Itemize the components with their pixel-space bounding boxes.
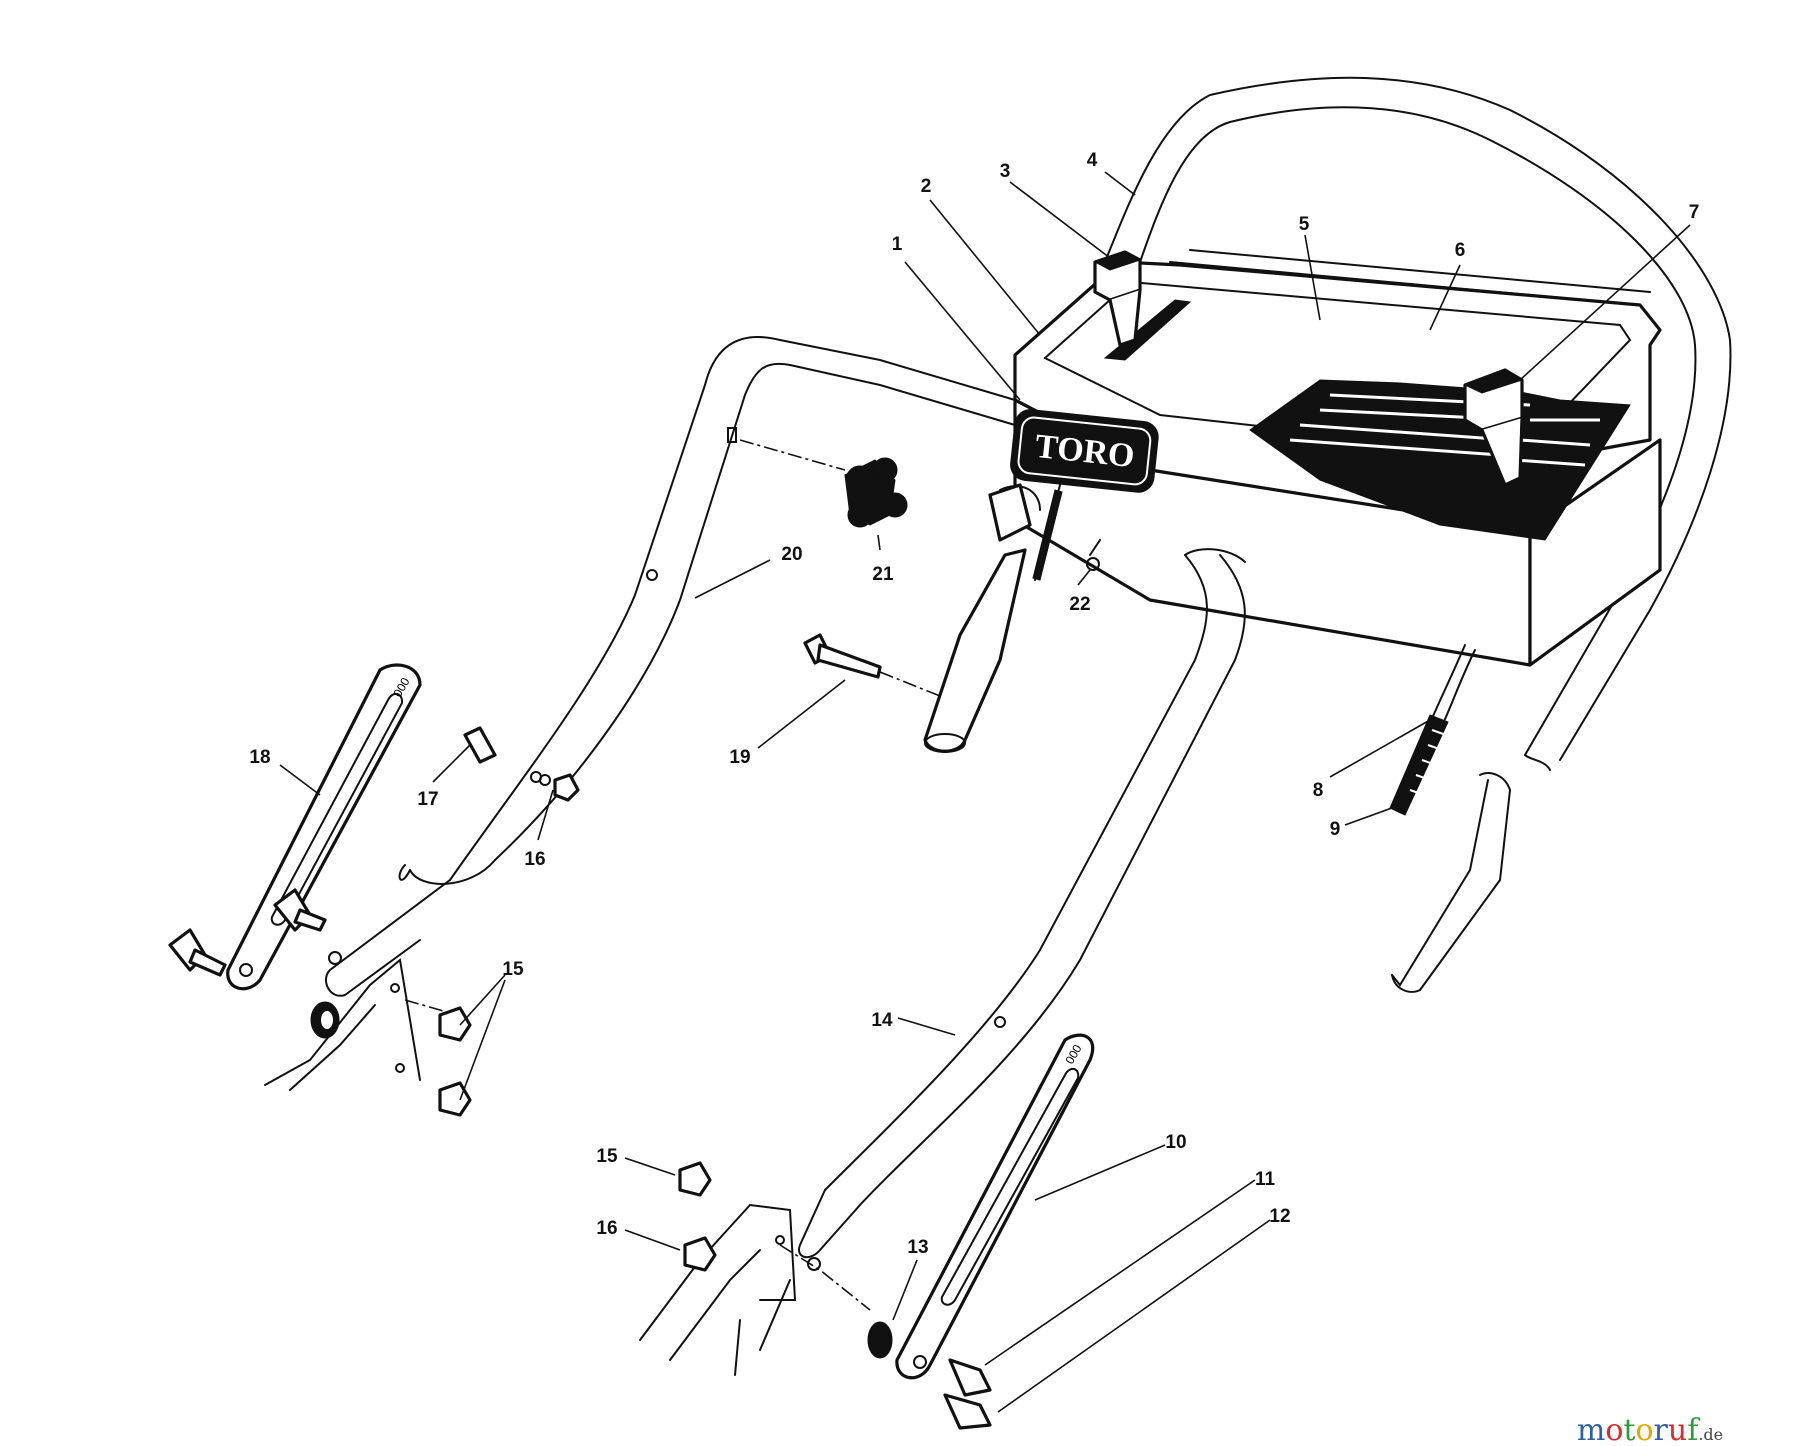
pivot-tube	[923, 483, 1063, 753]
watermark-letter: o	[1635, 1413, 1653, 1446]
callout-17: 17	[417, 789, 438, 810]
callout-1: 1	[892, 234, 903, 255]
cable-spring	[1389, 644, 1476, 816]
lower-handle-right	[798, 548, 1246, 1271]
callout-15-right: 15	[596, 1146, 618, 1167]
upper-handle	[1104, 76, 1732, 993]
deck-mount-right	[639, 1203, 871, 1376]
callout-5: 5	[1299, 214, 1310, 235]
callout-12: 12	[1269, 1206, 1290, 1227]
callout-10: 10	[1165, 1132, 1186, 1153]
deck-mount-left	[264, 958, 471, 1091]
watermark-letter: .de	[1698, 1425, 1723, 1444]
bracket-10: 000	[895, 1033, 1095, 1380]
callout-14: 14	[871, 1010, 893, 1031]
bolt-17	[463, 726, 497, 764]
callout-15-left: 15	[502, 959, 524, 980]
watermark-logo: motoruf.de	[1577, 1413, 1723, 1446]
bracket-18: 000	[226, 663, 422, 991]
watermark-letter: o	[1605, 1413, 1623, 1446]
hardware-right	[678, 1161, 992, 1430]
bolt-19	[803, 633, 976, 711]
watermark-letter: t	[1623, 1413, 1635, 1446]
callout-16-left: 16	[524, 849, 545, 870]
callout-19: 19	[729, 747, 750, 768]
watermark-letter: u	[1668, 1413, 1687, 1446]
callout-16-right: 16	[596, 1218, 617, 1239]
watermark-letter: r	[1654, 1413, 1669, 1446]
callouts: 1 2 3 4 5 6 7 8 9 10 11 12 13 14 15 15 1…	[249, 150, 1699, 1258]
watermark-letter: f	[1687, 1413, 1700, 1446]
callout-8: 8	[1313, 780, 1324, 801]
leader-lines	[279, 171, 1691, 1413]
callout-20: 20	[781, 544, 802, 565]
control-panel: TORO	[1010, 249, 1662, 667]
knob-21	[739, 439, 908, 528]
callout-7: 7	[1689, 202, 1700, 223]
callout-18: 18	[249, 747, 270, 768]
callout-2: 2	[921, 176, 932, 197]
callout-11: 11	[1255, 1169, 1276, 1190]
callout-21: 21	[872, 564, 894, 585]
watermark-letter: m	[1577, 1413, 1605, 1446]
callout-13: 13	[907, 1237, 928, 1258]
control-lever-left	[1093, 250, 1142, 347]
screw-22	[1086, 539, 1101, 571]
callout-22: 22	[1069, 594, 1090, 615]
svg-text:motoruf.de: motoruf.de	[1577, 1413, 1723, 1446]
callout-9: 9	[1330, 819, 1341, 840]
hardware-left	[168, 773, 580, 1117]
callout-6: 6	[1455, 240, 1466, 261]
callout-4: 4	[1087, 150, 1098, 171]
control-lever-right	[1463, 368, 1524, 487]
callout-3: 3	[1000, 161, 1011, 182]
lower-handle-left	[325, 336, 1016, 997]
